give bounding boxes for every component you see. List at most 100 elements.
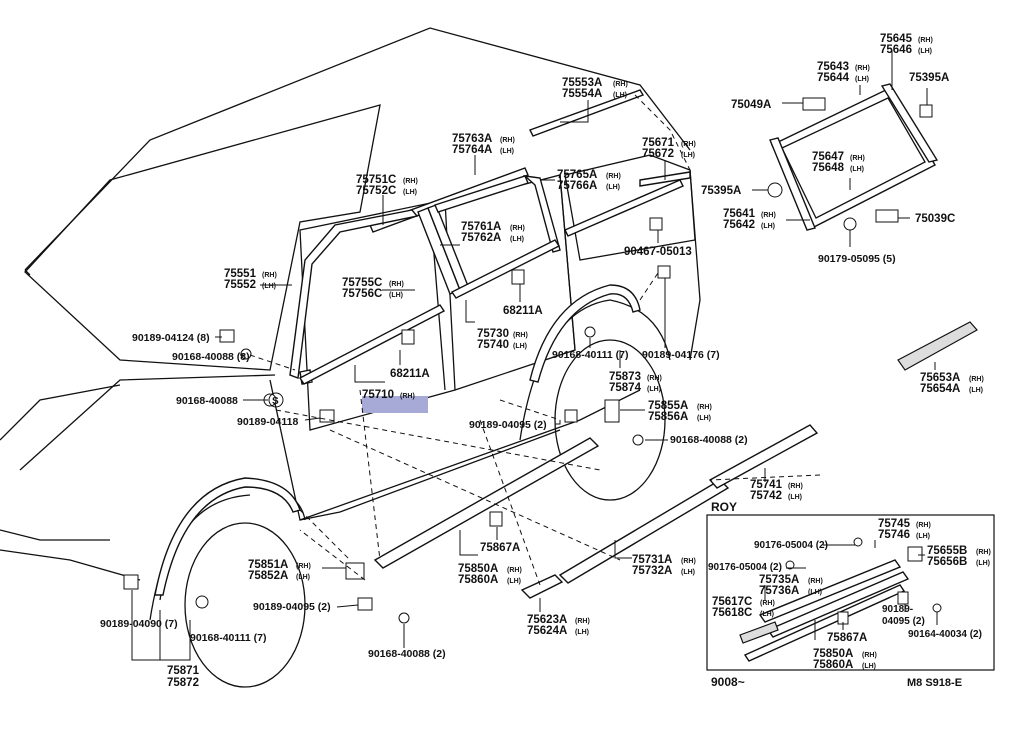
- label-75641: 75641: [723, 208, 756, 220]
- label-75730: 75730: [477, 328, 509, 340]
- side-lh: (LH): [613, 92, 627, 99]
- label-75654A: 75654A: [920, 383, 960, 395]
- label-75762A: 75762A: [461, 232, 501, 244]
- label-90189-04124: 90189-04124 (8): [132, 332, 210, 344]
- label-75643: 75643: [817, 61, 849, 73]
- label-75618C: 75618C: [712, 607, 752, 619]
- side-rh: (RH): [916, 522, 931, 529]
- label-75732A: 75732A: [632, 565, 672, 577]
- side-rh: (RH): [969, 376, 984, 383]
- side-lh: (LH): [681, 569, 695, 576]
- rocker-moulding-rear: [558, 424, 819, 584]
- label-90189-04095: 90189-04095 (2): [253, 601, 331, 613]
- roof-drip-moulding: [529, 89, 645, 137]
- label-75871: 75871: [167, 665, 200, 677]
- side-rh: (RH): [976, 549, 991, 556]
- label-75395A: 75395A: [701, 185, 741, 197]
- label-75855A: 75855A: [648, 400, 688, 412]
- label-90168-40088: 90168-40088 (8): [172, 351, 250, 363]
- side-rh: (RH): [613, 81, 628, 88]
- leader-lines: [131, 50, 938, 661]
- label-75764A: 75764A: [452, 144, 492, 156]
- side-rh: (RH): [389, 281, 404, 288]
- side-rh: (RH): [400, 393, 415, 400]
- side-lh: (LH): [575, 629, 589, 636]
- side-lh: (LH): [681, 152, 695, 159]
- side-lh: (LH): [850, 166, 864, 173]
- side-rh: (RH): [855, 65, 870, 72]
- label-90168-40111: 90168-40111 (7): [552, 349, 628, 361]
- label-75851A: 75851A: [248, 559, 288, 571]
- label-75655B: 75655B: [927, 545, 967, 557]
- rear-door-upper-moulding: [434, 175, 561, 253]
- side-rh: (RH): [681, 558, 696, 565]
- label-68211A: 68211A: [390, 368, 430, 380]
- side-rh: (RH): [862, 652, 877, 659]
- label-90179-05095: 90179-05095 (5): [818, 253, 896, 265]
- label-90168-40111: 90168-40111 (7): [190, 632, 266, 644]
- rear-wheel-arch-moulding: [529, 284, 641, 383]
- label-90189-04095: 90189-04095 (2): [469, 419, 547, 431]
- label-75551: 75551: [224, 268, 257, 280]
- label-90176-05004: 90176-05004 (2): [708, 562, 782, 573]
- side-rh: (RH): [761, 212, 776, 219]
- label-75746: 75746: [878, 529, 910, 541]
- label-75552: 75552: [224, 279, 256, 291]
- footer-code: 9008~: [711, 675, 745, 689]
- side-rh: (RH): [296, 563, 311, 570]
- side-lh: (LH): [500, 148, 514, 155]
- label-75867A: 75867A: [827, 632, 867, 644]
- fastener-clips: [123, 97, 942, 625]
- side-rh: (RH): [507, 567, 522, 574]
- side-lh: (LH): [606, 184, 620, 191]
- label-75671: 75671: [642, 137, 675, 149]
- label-75672: 75672: [642, 148, 674, 160]
- side-rh: (RH): [510, 225, 525, 232]
- side-rh: (RH): [513, 332, 528, 339]
- label-75554A: 75554A: [562, 88, 602, 100]
- label-75850A: 75850A: [813, 648, 853, 660]
- label-75766A: 75766A: [557, 180, 597, 192]
- rear-door-belt-moulding: [450, 239, 561, 299]
- label-75873: 75873: [609, 371, 641, 383]
- circled-symbol: [268, 392, 284, 408]
- label-75765A: 75765A: [557, 169, 597, 181]
- circled-symbol-letter: S: [272, 396, 279, 407]
- side-lh: (LH): [788, 494, 802, 501]
- side-rh: (RH): [850, 155, 865, 162]
- side-lh: (LH): [969, 387, 983, 394]
- side-lh: (LH): [513, 343, 527, 350]
- label-75867A: 75867A: [480, 542, 520, 554]
- side-lh: (LH): [510, 236, 524, 243]
- side-lh: (LH): [403, 189, 417, 196]
- label-75710: 75710: [362, 389, 394, 401]
- label-75642: 75642: [723, 219, 755, 231]
- label-75850A: 75850A: [458, 563, 498, 575]
- label-75624A: 75624A: [527, 625, 567, 637]
- label-90467-05013: 90467-05013: [624, 246, 692, 258]
- side-lh: (LH): [918, 48, 932, 55]
- side-rh: (RH): [500, 137, 515, 144]
- label-75752C: 75752C: [356, 185, 396, 197]
- label-75856A: 75856A: [648, 411, 688, 423]
- side-rh: (RH): [647, 375, 662, 382]
- label-75745: 75745: [878, 518, 911, 530]
- label-75645: 75645: [880, 33, 913, 45]
- label-75647: 75647: [812, 151, 844, 163]
- label-90189-04095: 90189-: [882, 604, 913, 615]
- label-75731A: 75731A: [632, 554, 672, 566]
- label-90176-05004: 90176-05004 (2): [754, 540, 828, 551]
- label-75656B: 75656B: [927, 556, 967, 568]
- side-rh: (RH): [262, 272, 277, 279]
- side-lh: (LH): [862, 663, 876, 670]
- side-lh: (LH): [647, 386, 661, 393]
- label-75761A: 75761A: [461, 221, 501, 233]
- label-75763A: 75763A: [452, 133, 492, 145]
- label-75553A: 75553A: [562, 77, 602, 89]
- roy-inset-box: [706, 514, 995, 671]
- side-lh: (LH): [296, 574, 310, 581]
- highlight-box: [362, 396, 428, 413]
- label-75395A: 75395A: [909, 72, 949, 84]
- label-75872: 75872: [167, 677, 199, 689]
- label-75736A: 75736A: [759, 585, 799, 597]
